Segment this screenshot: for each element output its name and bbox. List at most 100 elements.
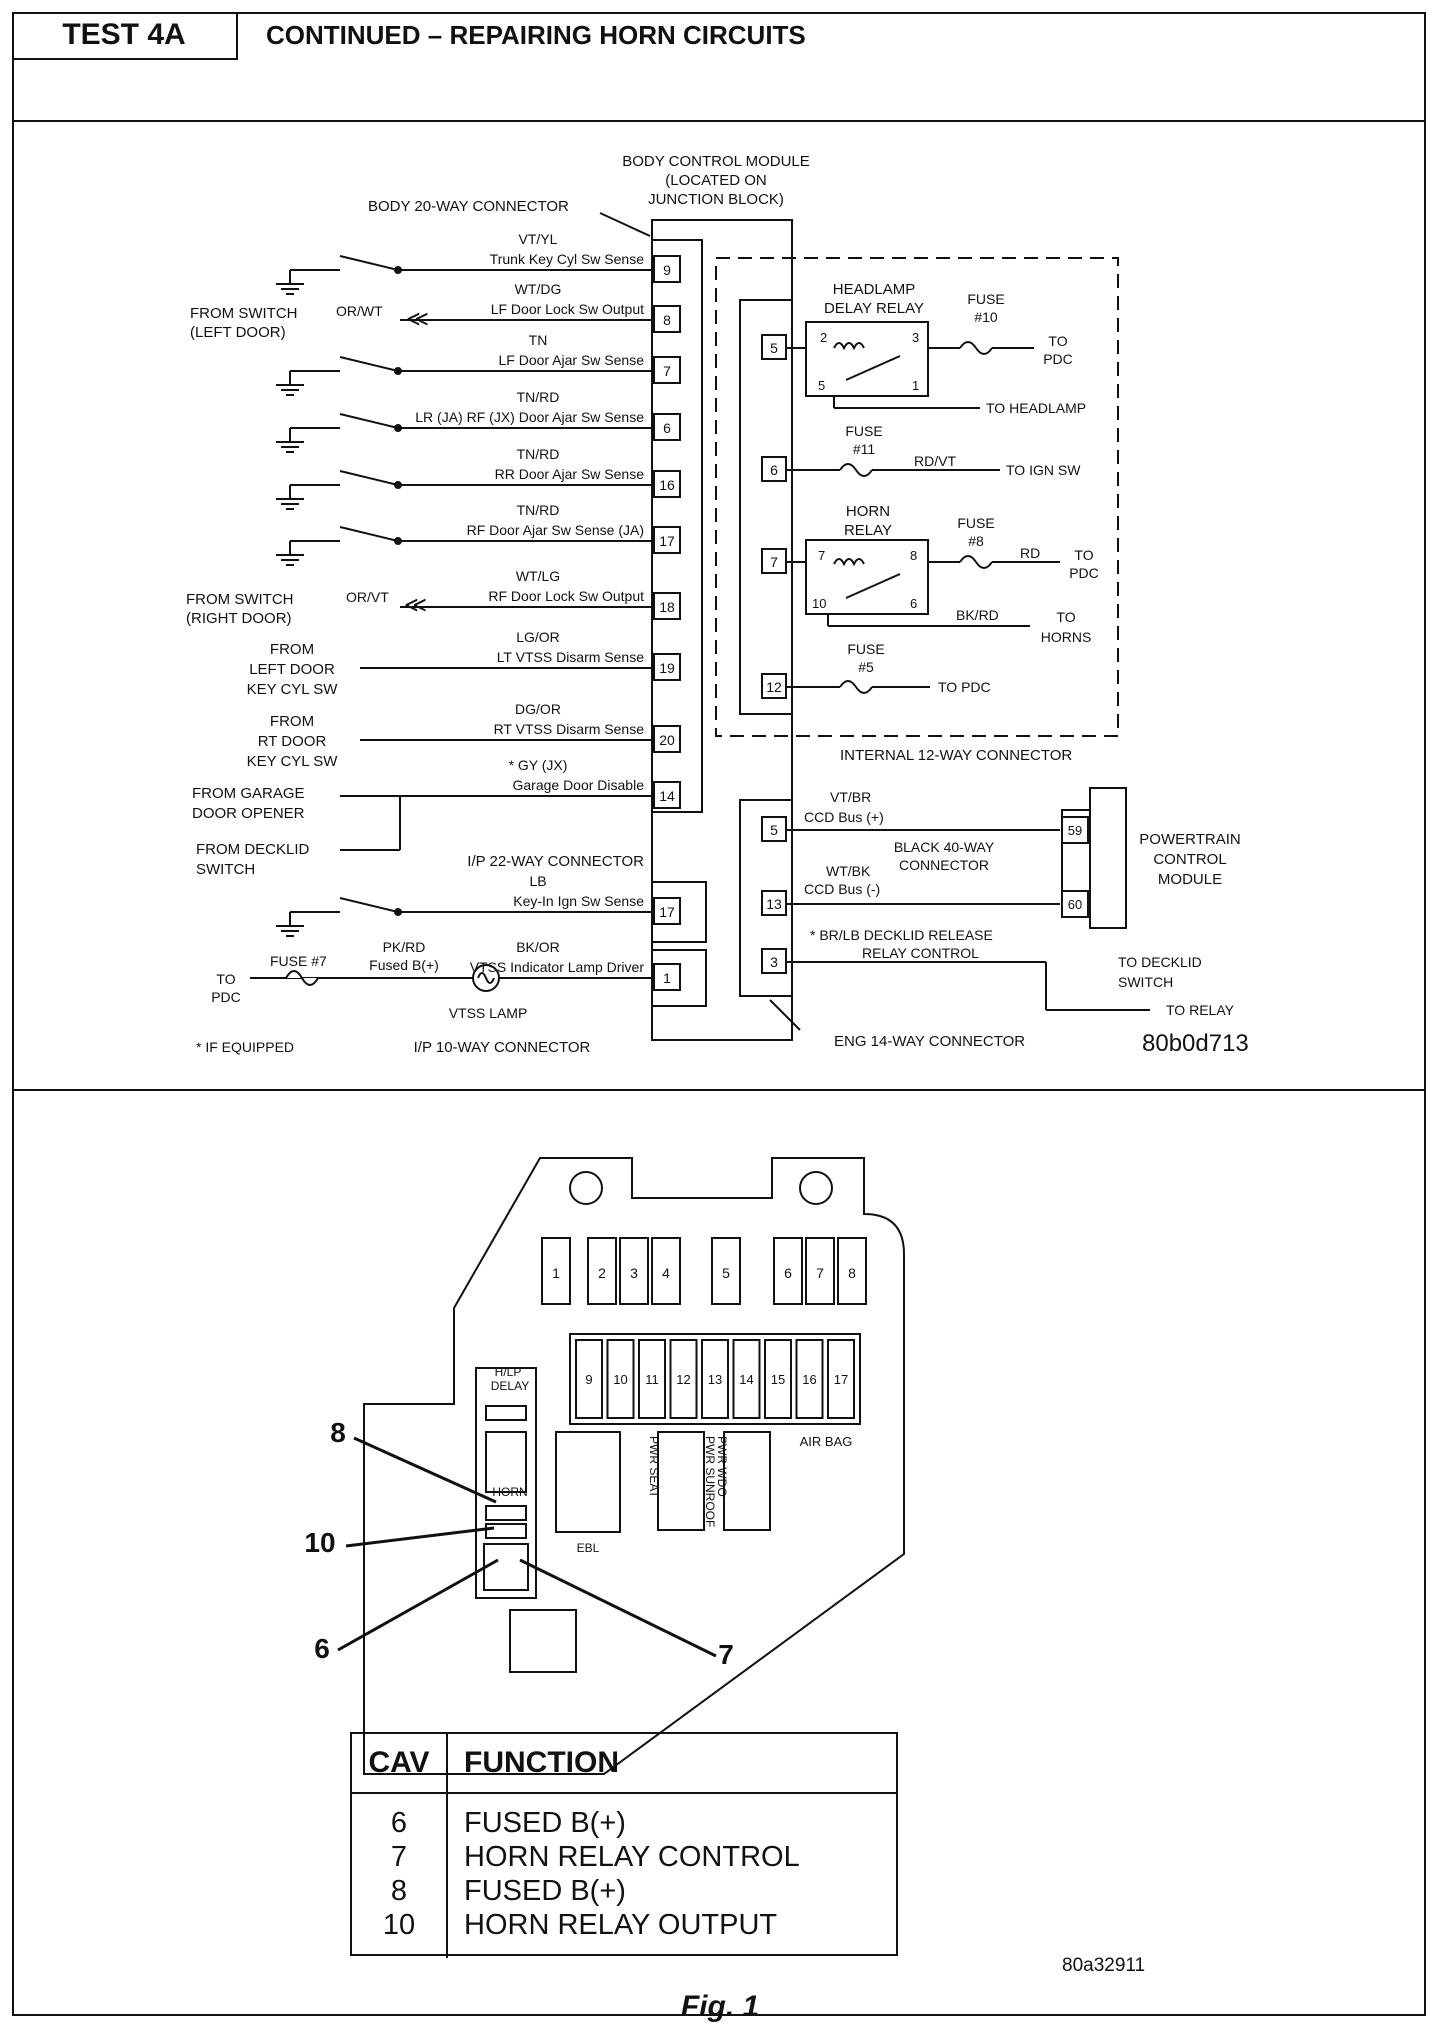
pin-description: Garage Door Disable: [512, 777, 644, 793]
fuse-slot: [827, 1339, 855, 1419]
pin-description: VTSS Indicator Lamp Driver: [470, 959, 645, 975]
fuse-slot: [837, 1237, 867, 1305]
fusebox-outline: [363, 1157, 905, 1775]
fuse-label: #8: [968, 533, 984, 549]
fusebox-label: HORN: [492, 1485, 527, 1499]
fuse-label: FUSE: [967, 291, 1004, 307]
relay-contact: [845, 573, 901, 599]
pin-number: 59: [1068, 823, 1082, 838]
horn-relay-socket: [483, 1543, 529, 1591]
fuse-row-frame: [569, 1333, 861, 1425]
relay-terminal: [485, 1505, 527, 1521]
source-label: DOOR OPENER: [192, 805, 305, 822]
wire-color: LB: [529, 873, 546, 889]
relay-pin: 2: [820, 330, 827, 345]
fusebox-label: EBL: [577, 1541, 600, 1555]
fuse-slot: [619, 1237, 649, 1305]
fuse-slot: [669, 1339, 698, 1419]
pin-box: [653, 526, 681, 554]
fuse-label: FUSE: [957, 515, 994, 531]
internal-connector-label: INTERNAL 12-WAY CONNECTOR: [840, 747, 1072, 764]
switch-pivot: [394, 424, 402, 432]
pin-box: [653, 413, 681, 441]
relay-pin: 6: [910, 596, 917, 611]
source-label: (RIGHT DOOR): [186, 610, 292, 627]
fuse-number: 16: [802, 1372, 816, 1387]
fusebox-label: PWR SUNROOF: [703, 1436, 717, 1527]
cav-table-header: CAV FUNCTION: [352, 1734, 896, 1794]
switch-pivot: [394, 481, 402, 489]
wire-color: OR/VT: [346, 589, 389, 605]
lamp-label: VTSS LAMP: [449, 1005, 528, 1021]
switch-contact: [339, 413, 399, 429]
fuse-label: #5: [858, 659, 874, 675]
pin-description: RELAY CONTROL: [862, 945, 979, 961]
wire-color: TN/RD: [517, 502, 560, 518]
pin-description: LF Door Lock Sw Output: [491, 301, 644, 317]
fuse-slot: [638, 1339, 666, 1419]
figure-id: 80a32911: [1062, 1955, 1146, 1976]
leader-line: [769, 999, 801, 1031]
fuse-label: FUSE: [845, 423, 882, 439]
pin-number: 20: [659, 732, 675, 748]
lamp-filament: [477, 972, 495, 984]
horn-relay: [805, 539, 929, 615]
wire-color: LG/OR: [516, 629, 560, 645]
relay-pin: 1: [912, 378, 919, 393]
fuse-slot: [732, 1339, 761, 1419]
source-label: SWITCH: [196, 861, 255, 878]
source-label: FROM SWITCH: [186, 591, 293, 608]
figure-caption: Fig. 1: [680, 1990, 760, 2023]
source-label: RT DOOR: [258, 733, 327, 750]
pin-number: 12: [766, 679, 782, 695]
cav-header: CAV: [352, 1734, 448, 1792]
fuse-slot: [773, 1237, 803, 1305]
cav-cell: 8: [390, 1875, 408, 1907]
pin-number: 7: [770, 554, 778, 570]
callout-leader: [519, 1558, 717, 1658]
pin-description: RR Door Ajar Sw Sense: [495, 466, 645, 482]
pin-description: Trunk Key Cyl Sw Sense: [490, 251, 645, 267]
headlamp-relay: [805, 321, 929, 397]
body-20way-connector: [651, 239, 703, 813]
fusebox-label: AIR BAG: [800, 1434, 853, 1449]
pin-number: 16: [659, 477, 675, 493]
body-connector-label: BODY 20-WAY CONNECTOR: [368, 198, 569, 215]
to-label: TO: [1074, 547, 1093, 563]
to-label: TO HEADLAMP: [986, 400, 1086, 416]
to-label: PDC: [1043, 351, 1073, 367]
pin-description: LF Door Ajar Sw Sense: [498, 352, 644, 368]
fuse-number: 17: [834, 1372, 848, 1387]
connector-symbol: ≪: [404, 592, 427, 617]
fuse-number: 15: [771, 1372, 785, 1387]
fuse-number: 5: [722, 1265, 730, 1281]
wire-color: WT/DG: [515, 281, 562, 297]
pin-box: [653, 781, 681, 809]
pin-number: 6: [663, 420, 671, 436]
fuse-number: 1: [552, 1265, 560, 1281]
fuse-slot: [805, 1237, 835, 1305]
function-header: FUNCTION: [464, 1746, 619, 1779]
fusebox-label: DELAY: [491, 1379, 529, 1393]
cav-cell: 6: [390, 1807, 408, 1839]
fuse-slot: [587, 1237, 617, 1305]
wire-color: VT/YL: [519, 231, 558, 247]
relay-coil: [833, 342, 865, 351]
pin-box: [761, 816, 787, 842]
fuse7: [285, 970, 319, 986]
switch-contact: [339, 897, 399, 913]
mount-hole: [569, 1171, 603, 1205]
fuse-slot: [795, 1339, 824, 1419]
fuse-number: 14: [739, 1372, 753, 1387]
source-label: TO: [216, 971, 235, 987]
function-cell: HORN RELAY OUTPUT: [464, 1909, 778, 1941]
pin-number: 19: [659, 660, 675, 676]
fusebox-label: PWR WDO: [715, 1436, 729, 1497]
pin-description: LR (JA) RF (JX) Door Ajar Sw Sense: [415, 409, 644, 425]
pin-number: 6: [770, 462, 778, 478]
pcm-module: [1089, 787, 1127, 929]
pwr-seat-relay: [657, 1431, 705, 1531]
fuse11: [839, 463, 873, 477]
relay-pin: 7: [818, 548, 825, 563]
